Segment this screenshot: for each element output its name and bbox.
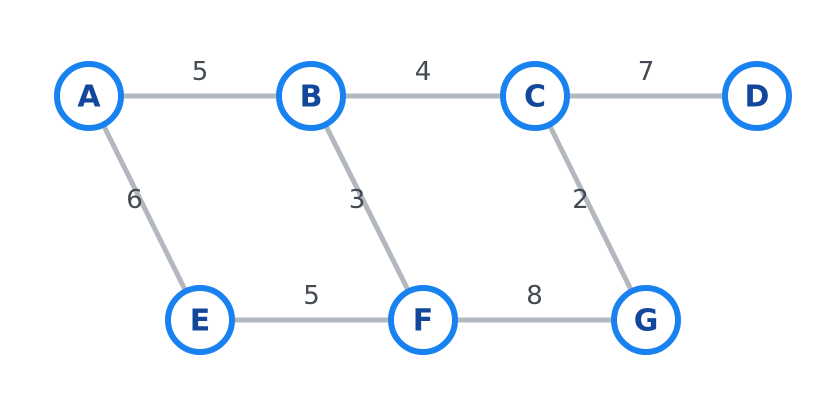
node-label-e: E xyxy=(190,304,211,339)
edge-weight-b-c: 4 xyxy=(415,57,432,87)
node-circle-g xyxy=(611,285,681,355)
edge-a-e xyxy=(86,94,203,322)
node-label-b: B xyxy=(300,80,323,115)
node-circle-e xyxy=(165,285,235,355)
node-f: F xyxy=(388,285,458,355)
nodes-layer: A B C D E F G xyxy=(54,61,792,355)
node-e: E xyxy=(165,285,235,355)
edge-weight-a-e: 6 xyxy=(126,185,143,215)
node-circle-d xyxy=(722,61,792,131)
node-a: A xyxy=(54,61,124,131)
edge-b-f xyxy=(308,94,426,322)
node-circle-c xyxy=(500,61,570,131)
edge-c-g xyxy=(532,94,649,322)
edge-weights-layer: 5 4 7 6 3 2 5 8 xyxy=(126,57,654,311)
node-label-c: C xyxy=(524,80,546,115)
edge-weight-e-f: 5 xyxy=(303,281,320,311)
node-label-a: A xyxy=(77,80,101,115)
node-label-f: F xyxy=(413,304,434,339)
node-circle-f xyxy=(388,285,458,355)
edge-weight-c-g: 2 xyxy=(572,185,589,215)
node-d: D xyxy=(722,61,792,131)
node-circle-a xyxy=(54,61,124,131)
edges-layer xyxy=(86,93,757,323)
edge-weight-a-b: 5 xyxy=(192,57,209,87)
edge-weight-c-d: 7 xyxy=(638,57,655,87)
edge-weight-b-f: 3 xyxy=(349,185,366,215)
node-label-d: D xyxy=(745,80,770,115)
node-label-g: G xyxy=(634,304,659,339)
node-c: C xyxy=(500,61,570,131)
node-g: G xyxy=(611,285,681,355)
node-b: B xyxy=(276,61,346,131)
node-circle-b xyxy=(276,61,346,131)
edge-weight-f-g: 8 xyxy=(526,281,543,311)
